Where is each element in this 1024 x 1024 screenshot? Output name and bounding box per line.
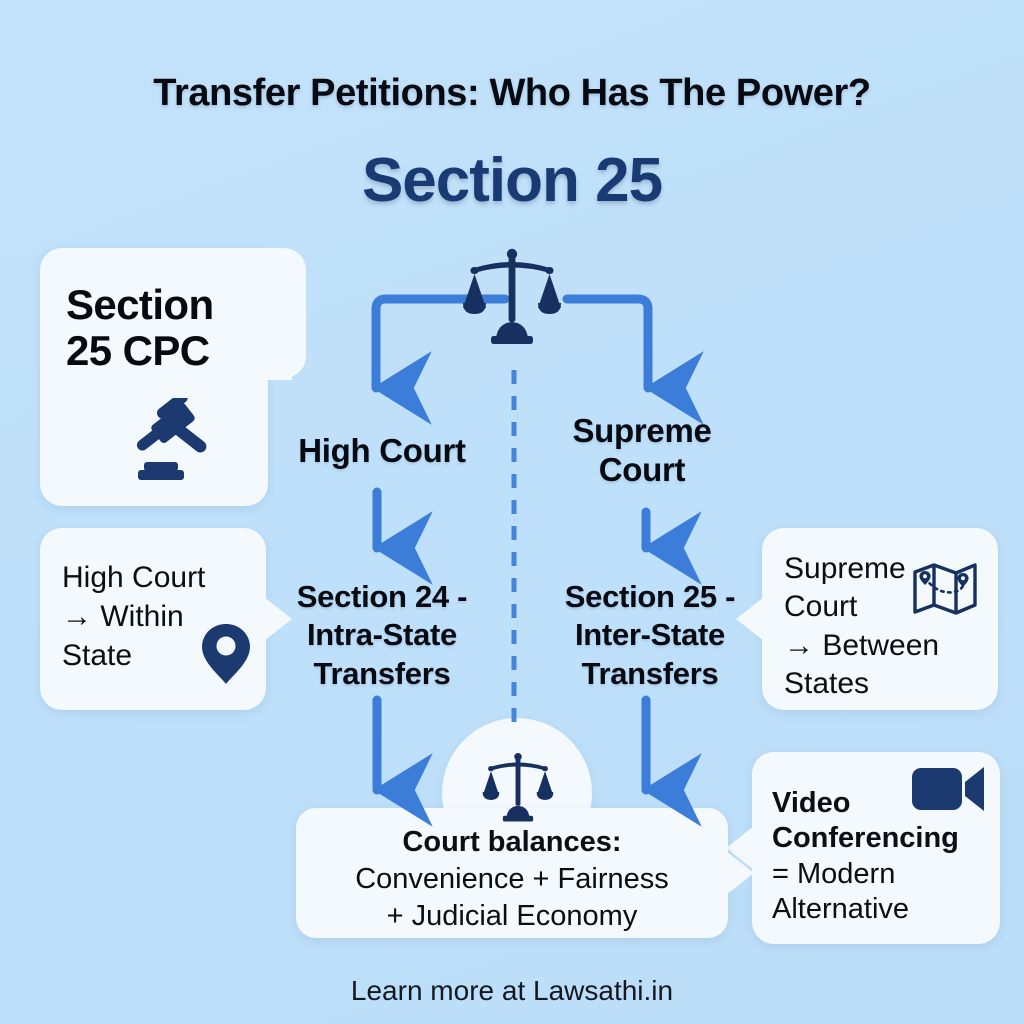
card-video-conferencing-label: Video Conferencing = Modern Alternative [752,752,1000,928]
page-title: Transfer Petitions: Who Has The Power? [153,72,871,114]
gavel-icon [120,392,216,491]
card-tail [264,597,292,641]
flow-node-supreme-court: Supreme Court [530,412,754,490]
flow-node-section-25-line3: Transfers [581,655,719,691]
sc-states-line4: States [784,667,870,701]
sc-states-line1: Supreme [784,552,906,585]
flow-node-section-24: Section 24 - Intra-State Transfers [262,578,502,693]
card-tail [726,851,754,895]
flow-node-section-25: Section 25 - Inter-State Transfers [530,578,770,693]
court-balances-heading: Court balances: [402,826,622,858]
card-section-25-cpc-line2: 25 CPC [66,327,210,375]
court-balances-line2: Convenience + Fairness [355,863,669,896]
flow-node-section-24-line3: Transfers [313,655,451,691]
hc-state-line2: → Within [62,600,184,633]
sc-states-line2: Court [784,590,858,624]
card-high-court-within-state-label: High Court → Within State [40,528,266,675]
flow-node-section-24-line1: Section 24 - [296,579,468,614]
video-line1: Video [772,787,851,819]
card-court-balances[interactable]: Court balances: Convenience + Fairness +… [296,808,754,938]
video-line2: Conferencing [772,822,959,855]
page-subtitle: Section 25 [361,146,663,215]
flow-node-high-court: High Court [262,432,502,471]
scales-of-justice-icon-bottom [482,752,554,827]
video-line4: Alternative [772,893,910,926]
footer-text: Learn more at Lawsathi.in [350,975,674,1006]
hc-state-line3: State [62,639,133,672]
scales-of-justice-icon [462,248,562,349]
video-line3: = Modern [772,857,896,890]
flow-node-supreme-court-line1: Supreme [572,412,712,449]
card-notch [268,248,306,380]
card-tail [736,597,764,641]
flow-node-section-25-line2: Inter-State [574,617,725,653]
map-pin-icon [200,622,252,691]
folded-map-icon [912,560,978,625]
hc-state-line1: High Court [62,561,206,594]
card-section-25-cpc-line1: Section [66,281,214,328]
card-high-court-within-state[interactable]: High Court → Within State [40,528,292,710]
card-video-conferencing[interactable]: Video Conferencing = Modern Alternative [726,752,1000,944]
card-section-25-cpc-label: Section 25 CPC [40,248,268,374]
card-supreme-court-between-states-label: Supreme Court → Between States [762,528,998,704]
card-section-25-cpc[interactable]: Section 25 CPC [40,248,306,506]
card-supreme-court-between-states[interactable]: Supreme Court → Between States [736,528,998,710]
flow-node-section-24-line2: Intra-State [306,617,457,653]
flow-node-supreme-court-line2: Court [598,450,686,488]
flow-node-high-court-label: High Court [298,432,466,469]
card-court-balances-label: Court balances: Convenience + Fairness +… [296,808,728,935]
flow-node-section-25-line1: Section 25 - [564,579,736,614]
video-camera-icon [910,762,988,821]
sc-states-line3: → Between [784,628,940,662]
court-balances-line3: + Judicial Economy [386,900,638,933]
